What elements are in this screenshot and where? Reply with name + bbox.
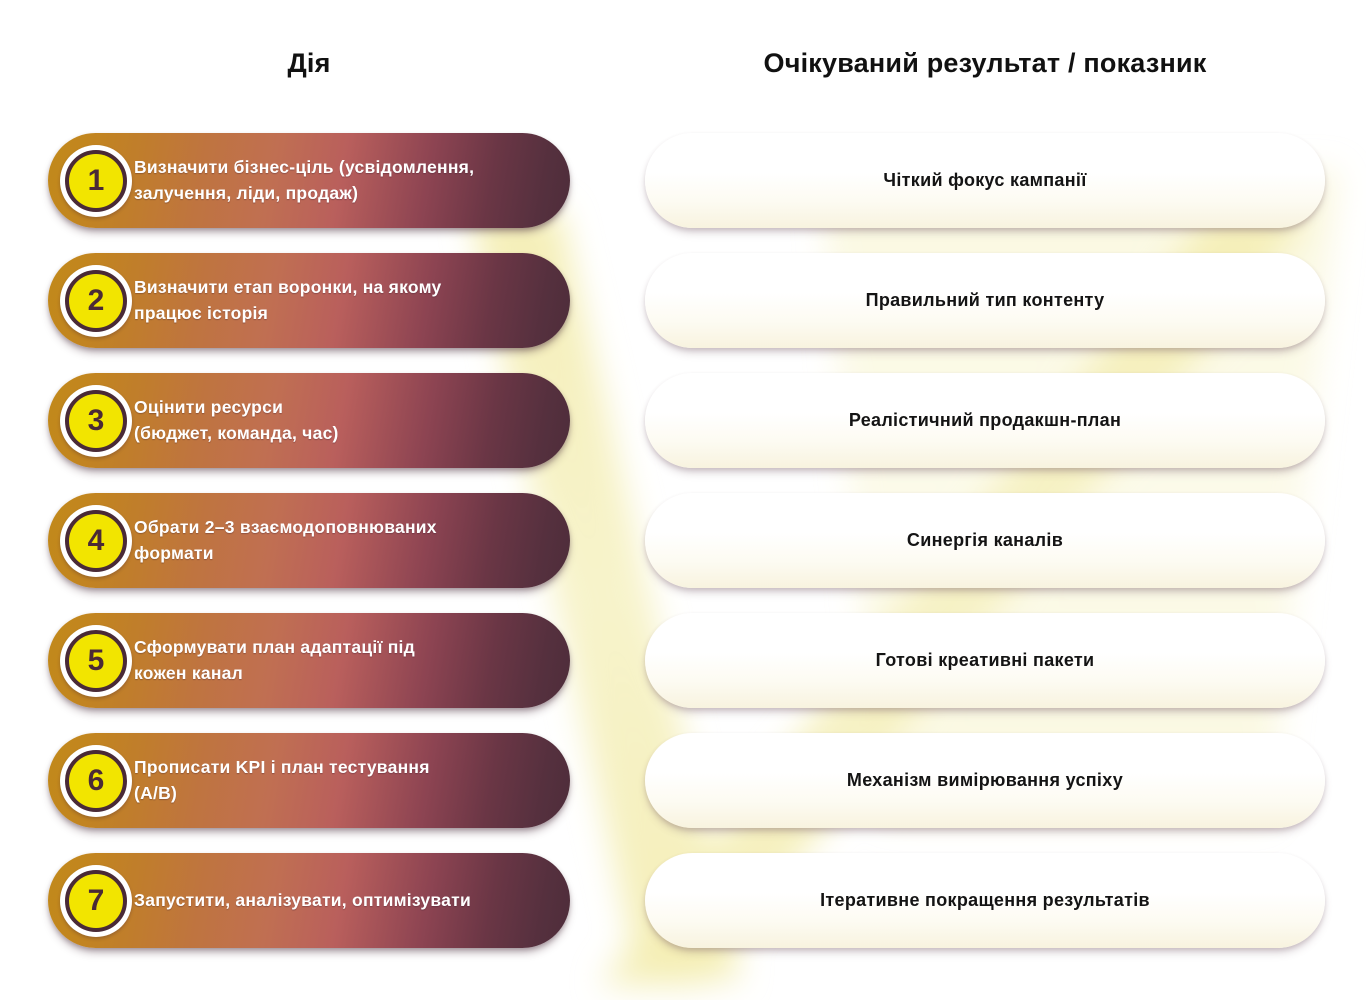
step-label-line: кожен канал — [134, 662, 243, 683]
result-row[interactable]: Правильний тип контенту — [645, 253, 1325, 348]
result-row[interactable]: Чіткий фокус кампанії — [645, 133, 1325, 228]
step-number-badge: 2 — [60, 264, 132, 337]
step-label-line: (бюджет, команда, час) — [134, 422, 339, 443]
result-label: Правильний тип контенту — [865, 290, 1105, 310]
column-header-action: Дія — [287, 48, 331, 78]
result-card[interactable]: Реалістичний продакшн-план — [645, 373, 1325, 468]
result-row[interactable]: Ітеративне покращення результатів — [645, 853, 1325, 948]
step-row[interactable]: Визначити етап воронки, на якому працює … — [48, 253, 570, 348]
step-label: Визначити етап воронки, на якому працює … — [134, 275, 442, 326]
result-card[interactable]: Синергія каналів — [645, 493, 1325, 588]
result-row[interactable]: Синергія каналів — [645, 493, 1325, 588]
result-row[interactable]: Реалістичний продакшн-план — [645, 373, 1325, 468]
result-card[interactable]: Готові креативні пакети — [645, 613, 1325, 708]
step-label-line: (A/B) — [134, 782, 178, 803]
step-label-line: Запустити, аналізувати, оптимізувати — [134, 889, 471, 910]
step-label: Запустити, аналізувати, оптимізувати — [134, 888, 471, 913]
step-label-line: Обрати 2–3 взаємодоповнюваних — [134, 517, 437, 538]
step-number: 3 — [69, 393, 123, 448]
result-label: Ітеративне покращення результатів — [820, 890, 1150, 910]
step-label: Прописати KPI і план тестування (A/B) — [134, 755, 430, 806]
action-steps-column: Визначити бізнес-ціль (усвідомлення, зал… — [48, 133, 570, 973]
step-row[interactable]: Запустити, аналізувати, оптимізувати 7 — [48, 853, 570, 948]
step-label: Сформувати план адаптації під кожен кана… — [134, 635, 415, 686]
result-card[interactable]: Правильний тип контенту — [645, 253, 1325, 348]
step-label: Визначити бізнес-ціль (усвідомлення, зал… — [134, 155, 474, 206]
step-number-badge: 5 — [60, 624, 132, 697]
result-label: Механізм вимірювання успіху — [846, 770, 1124, 790]
step-label-line: працює історія — [134, 302, 269, 323]
result-label: Реалістичний продакшн-план — [848, 410, 1122, 430]
step-number: 2 — [69, 273, 123, 328]
result-card[interactable]: Чіткий фокус кампанії — [645, 133, 1325, 228]
step-number: 5 — [69, 633, 123, 688]
result-card[interactable]: Механізм вимірювання успіху — [645, 733, 1325, 828]
step-number: 6 — [69, 753, 123, 808]
step-row[interactable]: Сформувати план адаптації під кожен кана… — [48, 613, 570, 708]
step-label-line: формати — [134, 542, 214, 563]
step-label-line: Оцінити ресурси — [134, 397, 284, 418]
result-label: Синергія каналів — [906, 530, 1064, 550]
step-label: Обрати 2–3 взаємодоповнюваних формати — [134, 515, 437, 566]
step-label: Оцінити ресурси (бюджет, команда, час) — [134, 395, 339, 446]
step-number: 7 — [69, 873, 123, 928]
step-number-badge: 4 — [60, 504, 132, 577]
result-row[interactable]: Готові креативні пакети — [645, 613, 1325, 708]
result-label: Готові креативні пакети — [875, 650, 1095, 670]
result-card[interactable]: Ітеративне покращення результатів — [645, 853, 1325, 948]
step-number-badge: 1 — [60, 144, 132, 217]
step-row[interactable]: Визначити бізнес-ціль (усвідомлення, зал… — [48, 133, 570, 228]
result-label: Чіткий фокус кампанії — [883, 170, 1087, 190]
step-number: 1 — [69, 153, 123, 208]
step-number-badge: 3 — [60, 384, 132, 457]
step-row[interactable]: Прописати KPI і план тестування (A/B) 6 — [48, 733, 570, 828]
step-number: 4 — [69, 513, 123, 568]
step-label-line: Визначити етап воронки, на якому — [134, 277, 442, 298]
expected-results-column: Чіткий фокус кампанії Правильний тип кон… — [645, 133, 1325, 973]
step-number-badge: 6 — [60, 744, 132, 817]
step-label-line: Прописати KPI і план тестування — [134, 757, 430, 778]
step-row[interactable]: Обрати 2–3 взаємодоповнюваних формати 4 — [48, 493, 570, 588]
result-row[interactable]: Механізм вимірювання успіху — [645, 733, 1325, 828]
step-label-line: залучення, ліди, продаж) — [134, 182, 359, 203]
step-label-line: Сформувати план адаптації під — [134, 637, 416, 658]
column-header-expected-result: Очікуваний результат / показник — [763, 48, 1207, 78]
step-number-badge: 7 — [60, 864, 132, 937]
step-row[interactable]: Оцінити ресурси (бюджет, команда, час) 3 — [48, 373, 570, 468]
step-label-line: Визначити бізнес-ціль (усвідомлення, — [134, 157, 475, 178]
